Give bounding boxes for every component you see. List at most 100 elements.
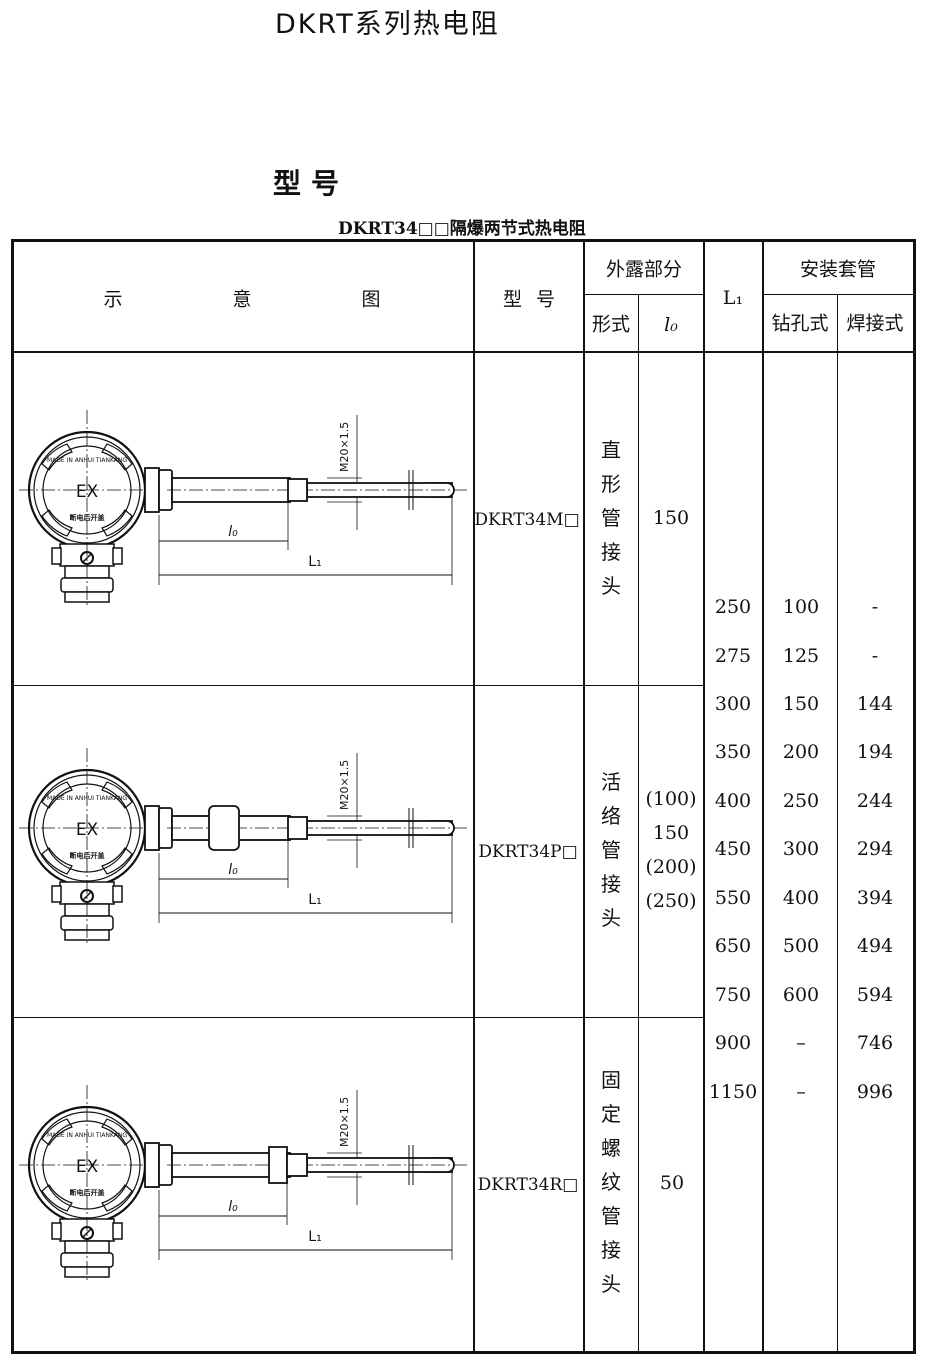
form-char: 形: [601, 472, 621, 496]
L1-drilled-cell: 600: [782, 984, 820, 1006]
l0-cell: (100): [645, 788, 697, 810]
form-char: 接: [601, 1238, 621, 1262]
fixed-fitting-icon: [287, 478, 308, 502]
header-L1: L₁: [722, 287, 744, 309]
document-title: DKRT系列热电阻: [275, 9, 500, 40]
L1-L1-cell: 1150: [708, 1081, 758, 1103]
form-char: 接: [601, 540, 621, 564]
thread-dimension-label: M20×1.5: [338, 760, 351, 810]
logo-text: MADE IN ANHUI TIANKANG: [47, 457, 127, 464]
l0-dimension-label: l₀: [228, 862, 238, 878]
L1-dimension-label: L₁: [308, 892, 321, 908]
form-char: 螺: [601, 1136, 621, 1160]
header-sleeve: 安装套管: [799, 258, 877, 281]
thread-dimension-label: M20×1.5: [338, 1097, 351, 1147]
L1-welded-cell: -: [871, 596, 879, 618]
thread-dimension-label: M20×1.5: [338, 422, 351, 472]
l0-dimension-label: l₀: [228, 524, 238, 540]
thermometer-diagram: EX 断电后开盖 MADE IN ANHUI TIANKANG l₀ L₁ M20×1.5: [17, 746, 468, 945]
logo-text: MADE IN ANHUI TIANKANG: [47, 1132, 127, 1139]
L1-welded-cell: -: [871, 645, 879, 667]
header-model: 型 号: [502, 288, 556, 311]
form-char: 活: [601, 770, 621, 794]
form-char: 络: [601, 804, 621, 828]
header-diagram-2: 意: [232, 288, 252, 311]
L1-L1-cell: 900: [714, 1032, 752, 1054]
form-char: 管: [601, 838, 621, 862]
L1-L1-cell: 650: [714, 935, 752, 957]
l0-cell: 150: [652, 507, 690, 529]
L1-drilled-cell: –: [796, 1081, 806, 1103]
section-title: 型号: [273, 167, 350, 200]
thread-icon: [286, 1153, 308, 1177]
L1-dimension-label: L₁: [308, 554, 321, 570]
header-l0: l₀: [664, 314, 678, 336]
junction-box-icon: [17, 746, 174, 945]
header-drilled: 钻孔式: [771, 312, 829, 335]
L1-welded-cell: 144: [856, 693, 894, 715]
L1-drilled-cell: 500: [782, 935, 820, 957]
l0-dimension-label: l₀: [228, 1199, 238, 1215]
model-cell: DKRT34M□: [474, 510, 580, 530]
thread-fitting-icon: [268, 1146, 288, 1184]
form-cell: 活 络 管 接 头: [599, 765, 623, 935]
form-char: 头: [601, 574, 621, 598]
L1-dimension-label: L₁: [308, 1229, 321, 1245]
L1-L1-cell: 275: [714, 645, 752, 667]
l0-cell: (250): [645, 890, 697, 912]
L1-drilled-cell: 100: [782, 596, 820, 618]
thermometer-diagram: EX 断电后开盖 MADE IN ANHUI TIANKANG l₀ L₁ M20×1.5: [17, 408, 468, 607]
logo-text: 断电后开盖: [70, 513, 105, 522]
form-cell: 固 定 螺 纹 管 接 头: [599, 1063, 623, 1301]
L1-L1-cell: 750: [714, 984, 752, 1006]
L1-L1-cell: 550: [714, 887, 752, 909]
logo-text: 断电后开盖: [70, 851, 105, 860]
L1-drilled-cell: 400: [782, 887, 820, 909]
L1-welded-cell: 594: [856, 984, 894, 1006]
l0-cell: (200): [645, 856, 697, 878]
form-char: 管: [601, 506, 621, 530]
model-cell: DKRT34P□: [478, 842, 578, 862]
L1-L1-cell: 250: [714, 596, 752, 618]
header-welded: 焊接式: [846, 312, 904, 335]
l0-cell: 150: [652, 822, 690, 844]
L1-drilled-cell: 200: [782, 741, 820, 763]
l0-cell: 50: [659, 1172, 685, 1194]
header-exposed: 外露部分: [605, 258, 683, 281]
form-char: 头: [601, 1272, 621, 1296]
L1-welded-cell: 294: [856, 838, 894, 860]
L1-L1-cell: 300: [714, 693, 752, 715]
logo-text: MADE IN ANHUI TIANKANG: [47, 795, 127, 802]
header-diagram-1: 示: [103, 288, 123, 311]
L1-welded-cell: 996: [856, 1081, 894, 1103]
L1-drilled-cell: 150: [782, 693, 820, 715]
form-char: 纹: [601, 1170, 621, 1194]
junction-box-icon: [17, 408, 174, 607]
L1-drilled-cell: –: [796, 1032, 806, 1054]
L1-welded-cell: 394: [856, 887, 894, 909]
L1-drilled-cell: 250: [782, 790, 820, 812]
form-char: 管: [601, 1204, 621, 1228]
form-char: 定: [601, 1102, 621, 1126]
ex-label: EX: [76, 820, 99, 840]
header-diagram-3: 图: [361, 288, 381, 311]
form-cell: 直 形 管 接 头: [599, 433, 623, 603]
logo-text: 断电后开盖: [70, 1188, 105, 1197]
form-char: 头: [601, 906, 621, 930]
union-fitting-icon: [208, 805, 240, 851]
L1-welded-cell: 746: [856, 1032, 894, 1054]
L1-L1-cell: 400: [714, 790, 752, 812]
L1-drilled-cell: 125: [782, 645, 820, 667]
header-form: 形式: [591, 313, 631, 336]
form-char: 直: [601, 438, 621, 462]
L1-L1-cell: 350: [714, 741, 752, 763]
L1-welded-cell: 244: [856, 790, 894, 812]
ex-label: EX: [76, 482, 99, 502]
form-char: 接: [601, 872, 621, 896]
form-char: 固: [601, 1068, 621, 1092]
L1-L1-cell: 450: [714, 838, 752, 860]
L1-welded-cell: 494: [856, 935, 894, 957]
